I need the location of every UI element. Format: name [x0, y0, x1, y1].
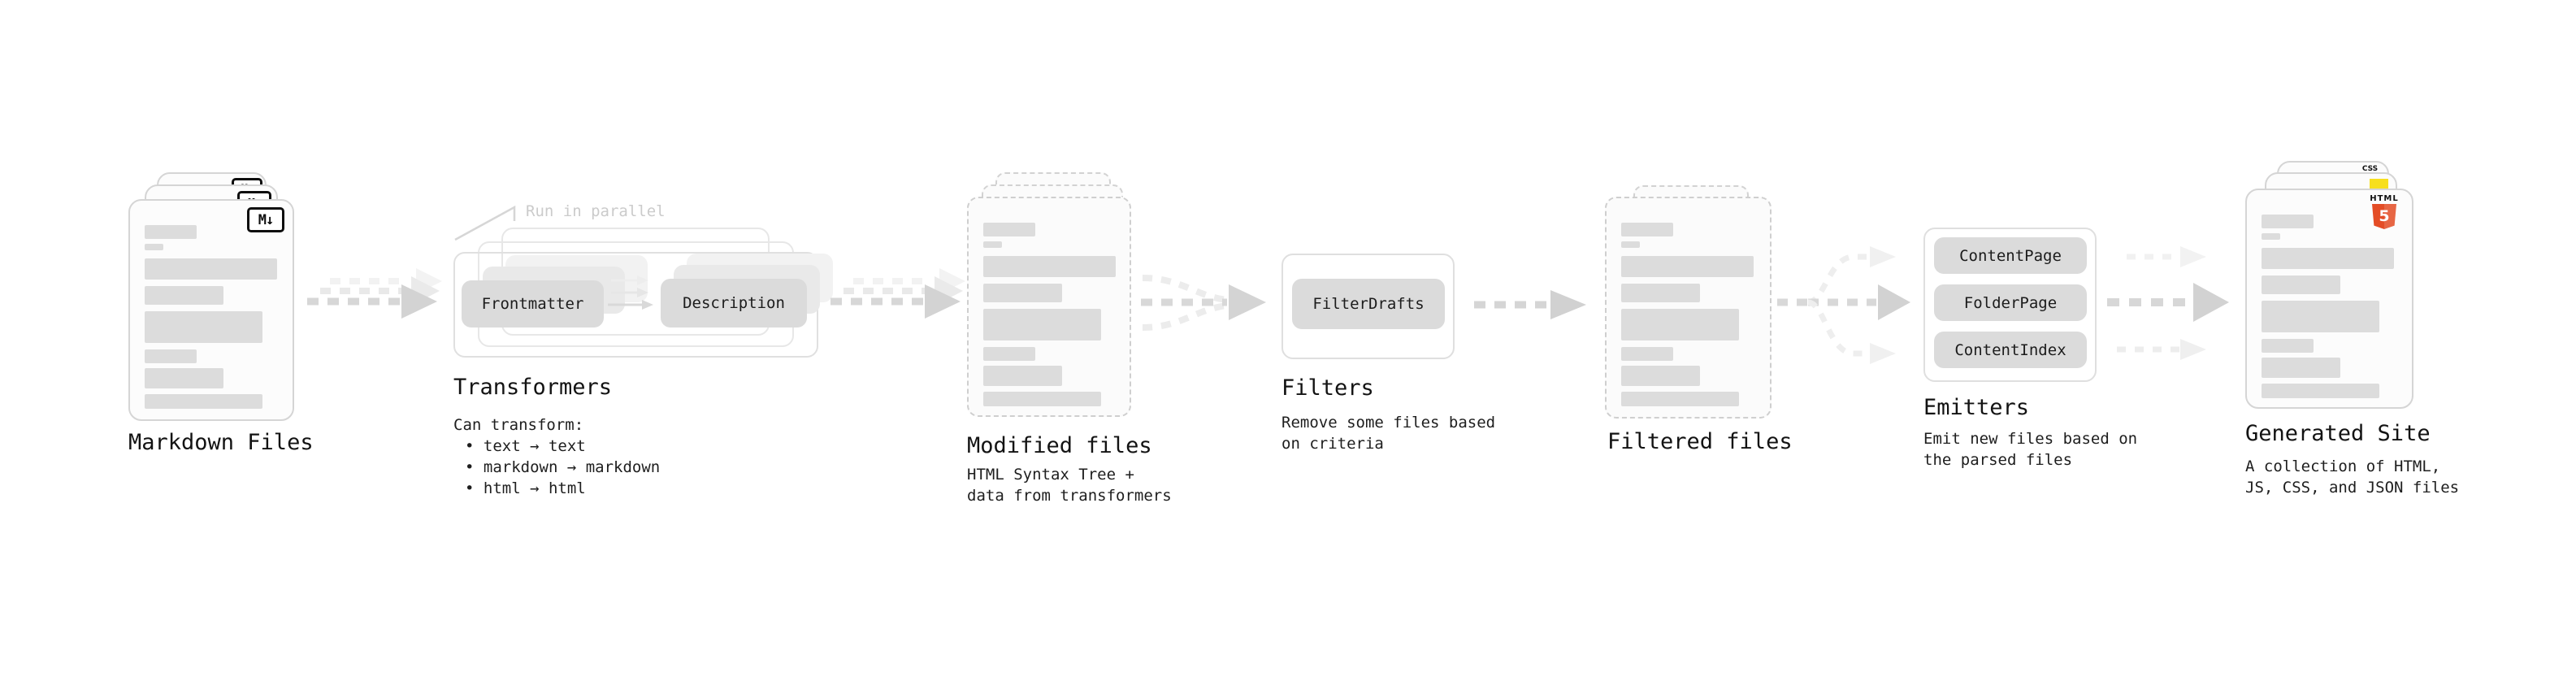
bullet-item: • html → html: [465, 479, 586, 497]
text-line-placeholder: [983, 347, 1035, 361]
triple-arrow-icon: [2107, 246, 2229, 360]
file-content-placeholder: [983, 223, 1116, 406]
js-file-icon: [2370, 179, 2388, 189]
text-line-placeholder: [145, 258, 277, 280]
contentpage-chip: ContentPage: [1934, 237, 2087, 274]
filters-desc: Remove some files based on criteria: [1281, 412, 1495, 454]
flow-arrow-icon: [830, 268, 965, 319]
filterdrafts-chip: FilterDrafts: [1292, 279, 1445, 329]
css-badge-label: CSS: [2361, 165, 2379, 173]
text-line-placeholder: [983, 392, 1101, 406]
text-line-placeholder: [145, 225, 197, 239]
transformers-bullet-list: • text → text • markdown → markdown • ht…: [465, 436, 660, 499]
desc-line: HTML Syntax Tree +: [967, 466, 1134, 484]
desc-line: data from transformers: [967, 487, 1172, 505]
text-line-placeholder: [145, 368, 223, 388]
text-line-placeholder: [983, 223, 1035, 236]
fanout-arrow-icon: [1777, 246, 1910, 364]
stage-label-transformers: Transformers: [453, 375, 613, 400]
desc-line: Emit new files based on: [1923, 430, 2138, 448]
markdown-file-card-front: M↓: [128, 199, 294, 421]
text-line-placeholder: [983, 284, 1062, 302]
text-line-placeholder: [1621, 284, 1700, 302]
text-line-placeholder: [2262, 275, 2340, 294]
text-line-placeholder: [1621, 347, 1673, 361]
text-line-placeholder: [2262, 215, 2314, 228]
text-line-placeholder: [1621, 256, 1754, 277]
text-line-placeholder: [145, 311, 262, 343]
text-line-placeholder: [1621, 309, 1739, 340]
frontmatter-chip: Frontmatter: [462, 280, 604, 327]
run-in-parallel-note: Run in parallel: [526, 202, 666, 220]
bullet-item: • text → text: [465, 437, 586, 455]
callout-line: [454, 205, 516, 241]
text-line-placeholder: [983, 256, 1116, 277]
modified-files-desc: HTML Syntax Tree + data from transformer…: [967, 464, 1172, 506]
text-line-placeholder: [1621, 223, 1673, 236]
stage-label-filters: Filters: [1281, 375, 1374, 401]
folderpage-chip: FolderPage: [1934, 284, 2087, 321]
file-content-placeholder: [1621, 223, 1754, 406]
contentindex-chip: ContentIndex: [1934, 332, 2087, 368]
text-line-placeholder: [145, 244, 163, 250]
generated-site-desc: A collection of HTML, JS, CSS, and JSON …: [2245, 456, 2459, 498]
desc-line: on criteria: [1281, 435, 1384, 453]
generated-html-file-card: HTML 5: [2245, 189, 2413, 409]
stage-label-filtered-files: Filtered files: [1607, 429, 1793, 454]
text-line-placeholder: [145, 394, 262, 409]
markdown-icon: M↓: [247, 207, 284, 232]
desc-line: A collection of HTML,: [2245, 458, 2441, 475]
text-line-placeholder: [983, 241, 1002, 248]
html5-badge-number: 5: [2379, 207, 2390, 225]
text-line-placeholder: [2262, 233, 2280, 240]
transformers-desc-title: Can transform:: [453, 416, 584, 434]
stage-label-generated-site: Generated Site: [2245, 421, 2431, 446]
desc-line: the parsed files: [1923, 451, 2073, 469]
stage-label-emitters: Emitters: [1923, 395, 2030, 420]
file-content-placeholder: [145, 225, 277, 409]
text-line-placeholder: [2262, 248, 2394, 269]
text-line-placeholder: [1621, 392, 1739, 406]
desc-line: JS, CSS, and JSON files: [2245, 479, 2460, 497]
transform-arrows-icon: [608, 275, 653, 310]
text-line-placeholder: [983, 309, 1101, 340]
html5-file-icon: HTML 5: [2366, 194, 2403, 229]
description-chip: Description: [661, 279, 807, 327]
modified-file-card-front: [967, 197, 1131, 417]
flow-arrow-icon: [1474, 290, 1586, 319]
stage-label-modified-files: Modified files: [967, 433, 1152, 458]
desc-line: Remove some files based: [1281, 414, 1496, 432]
emitters-desc: Emit new files based on the parsed files: [1923, 428, 2137, 471]
text-line-placeholder: [2262, 301, 2379, 332]
text-line-placeholder: [2262, 339, 2314, 353]
text-line-placeholder: [983, 366, 1062, 386]
text-line-placeholder: [2262, 384, 2379, 398]
text-line-placeholder: [1621, 366, 1700, 386]
text-line-placeholder: [1621, 241, 1640, 248]
merge-arrow-icon: [1141, 275, 1266, 331]
html5-badge-label: HTML: [2370, 194, 2399, 203]
bullet-item: • markdown → markdown: [465, 458, 661, 476]
file-content-placeholder: [2262, 215, 2394, 398]
stage-label-markdown-files: Markdown Files: [128, 430, 314, 455]
html5-shield: 5: [2372, 204, 2396, 229]
text-line-placeholder: [2262, 358, 2340, 378]
flow-arrow-icon: [307, 268, 442, 319]
text-line-placeholder: [145, 349, 197, 363]
text-line-placeholder: [145, 286, 223, 305]
filtered-file-card-front: [1605, 197, 1772, 419]
